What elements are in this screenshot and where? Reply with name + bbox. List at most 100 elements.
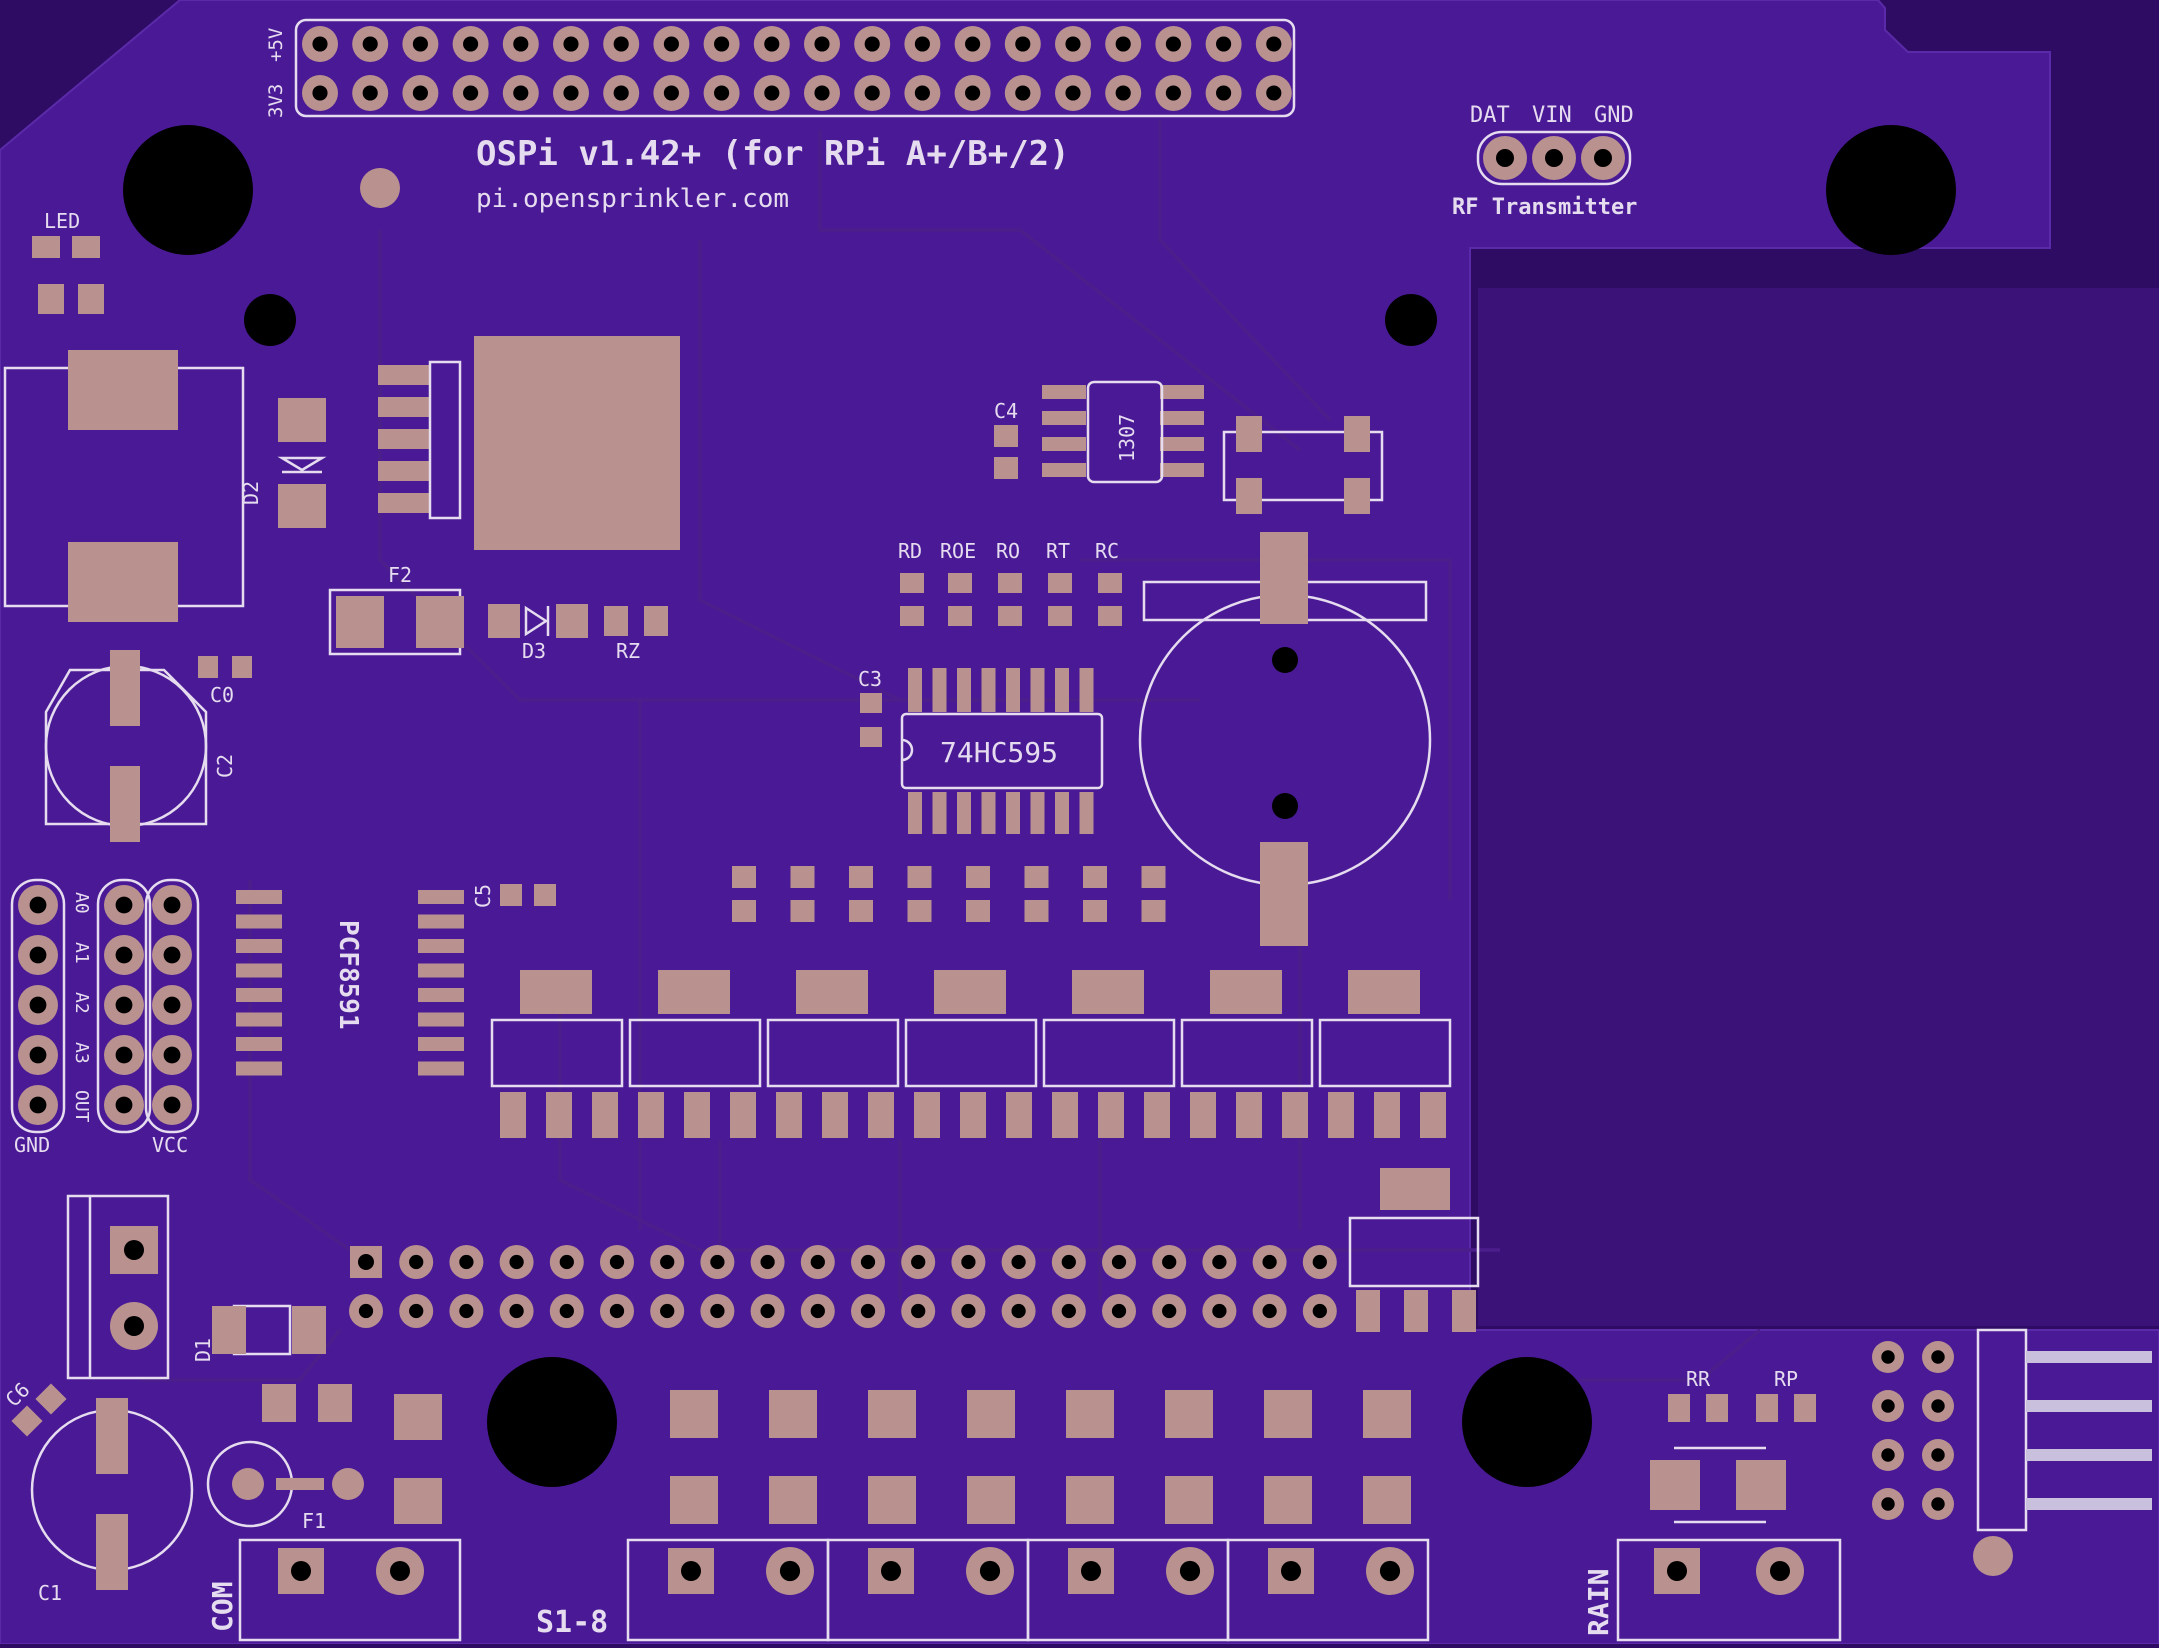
gpio-pin-hole	[764, 85, 780, 101]
chip-pin	[236, 1012, 282, 1027]
gpio-pin-hole	[1115, 36, 1131, 52]
header-outline	[144, 878, 200, 1134]
analog-pin-hole	[29, 896, 47, 914]
chip-pin	[236, 1061, 282, 1076]
header-pin-hole	[911, 1254, 926, 1270]
gpio-pin-hole	[1115, 85, 1131, 101]
gpio-pin-hole	[513, 36, 529, 52]
gate-resistor-pad	[907, 866, 932, 888]
c5-pad	[500, 884, 522, 906]
zone-resistor-pad	[1165, 1390, 1213, 1438]
triac-tab	[520, 970, 592, 1014]
gate-resistor-pad	[1141, 866, 1166, 888]
triac-outline	[1318, 1018, 1452, 1088]
zone-resistor-pad	[1066, 1476, 1114, 1524]
ra-pin-hole	[1931, 1497, 1945, 1511]
terminal-block	[1226, 1538, 1430, 1642]
gpio-pin-hole	[714, 36, 730, 52]
header-pin-hole	[358, 1254, 374, 1270]
c3-pad	[860, 693, 882, 713]
crystal-outline	[1222, 430, 1384, 502]
chip-pin	[236, 939, 282, 953]
label-rain: RAIN	[1582, 1569, 1615, 1636]
label-a3: A3	[71, 1042, 92, 1064]
chip-pin	[1030, 668, 1045, 712]
header-pin-hole	[1162, 1254, 1177, 1270]
led-pad	[32, 236, 60, 258]
triac-pin	[1144, 1092, 1170, 1138]
zone-resistor-pad	[1264, 1476, 1312, 1524]
label-a2: A2	[71, 992, 92, 1014]
board-url: pi.opensprinkler.com	[476, 184, 789, 214]
gpio-header	[294, 18, 1296, 118]
chip-pin	[1055, 668, 1069, 712]
chip-pin	[418, 890, 464, 904]
zone-resistor-pad	[967, 1390, 1015, 1438]
zone-resistor-pad	[1363, 1390, 1411, 1438]
analog-pin-hole	[29, 1046, 47, 1064]
zone-resistor-pad	[769, 1390, 817, 1438]
header-pin-hole	[1061, 1303, 1076, 1319]
gpio-pin-hole	[312, 85, 328, 101]
chip-pin	[236, 988, 282, 1002]
analog-pin-hole	[29, 1096, 47, 1114]
zone-resistor-pad	[1363, 1476, 1411, 1524]
zone-resistor-pad	[670, 1476, 718, 1524]
chip-pin	[981, 792, 996, 834]
fiducial-bottom	[1973, 1536, 2013, 1576]
c1-pad	[96, 1514, 128, 1590]
triac-outline	[766, 1018, 900, 1088]
header-pin-hole	[710, 1254, 725, 1270]
chip-pin	[418, 914, 464, 929]
analog-pin-hole	[115, 946, 133, 964]
gpio-pin-hole	[1266, 36, 1282, 52]
rr-pad	[1668, 1394, 1690, 1422]
label-rc: RC	[1095, 539, 1119, 563]
triac-pin	[1006, 1092, 1032, 1138]
header-pin-hole	[1061, 1254, 1076, 1270]
chip-pin	[236, 890, 282, 904]
terminal-pad-hole	[1179, 1560, 1201, 1582]
zone-resistor-pads	[670, 1390, 1411, 1524]
chip-pin	[236, 1037, 282, 1051]
header-pin-hole	[1262, 1254, 1277, 1270]
label-rd: RD	[898, 539, 922, 563]
analog-pin-hole	[115, 896, 133, 914]
gate-resistor-pad	[1083, 900, 1107, 922]
header-pin-hole	[609, 1303, 625, 1319]
chip-pin	[418, 1061, 464, 1076]
gate-resistor-pad	[790, 900, 815, 922]
led-resistor-pad	[78, 284, 104, 314]
header-pin-hole	[760, 1303, 775, 1319]
gpio-pin-hole	[613, 85, 629, 101]
label-roe: ROE	[940, 539, 976, 563]
zone-terminal	[626, 1538, 1430, 1642]
header-pin-hole	[810, 1303, 825, 1319]
gpio-pin-hole	[965, 36, 981, 52]
adc-chip	[236, 890, 464, 1076]
triac-outline	[1180, 1018, 1314, 1088]
zone-resistor-pad	[868, 1476, 916, 1524]
triac-pin	[1420, 1092, 1446, 1138]
chip-pin	[418, 1012, 464, 1027]
triac-pin	[1374, 1092, 1400, 1138]
label-c4: C4	[994, 399, 1018, 423]
gpio-pin-hole	[563, 36, 579, 52]
crystal-pad	[1344, 416, 1370, 452]
chip-pin	[908, 668, 922, 712]
analog-pin-hole	[115, 1096, 133, 1114]
label-rp: RP	[1774, 1367, 1798, 1391]
chip-pin	[418, 988, 464, 1002]
gpio-pin-hole	[312, 36, 328, 52]
label-c5: C5	[471, 884, 495, 908]
board-title: OSPi v1.42+ (for RPi A+/B+/2)	[476, 134, 1070, 174]
gate-resistor-pad	[849, 900, 873, 922]
c3-pad	[860, 727, 882, 747]
triac-pin	[914, 1092, 940, 1138]
label-c1: C1	[38, 1581, 62, 1605]
header-pin-hole	[1312, 1254, 1327, 1270]
zone-resistor-pad	[1264, 1390, 1312, 1438]
header-pin-hole	[710, 1303, 725, 1319]
terminal-pad-hole	[779, 1560, 801, 1582]
chip-pin	[1055, 792, 1069, 834]
